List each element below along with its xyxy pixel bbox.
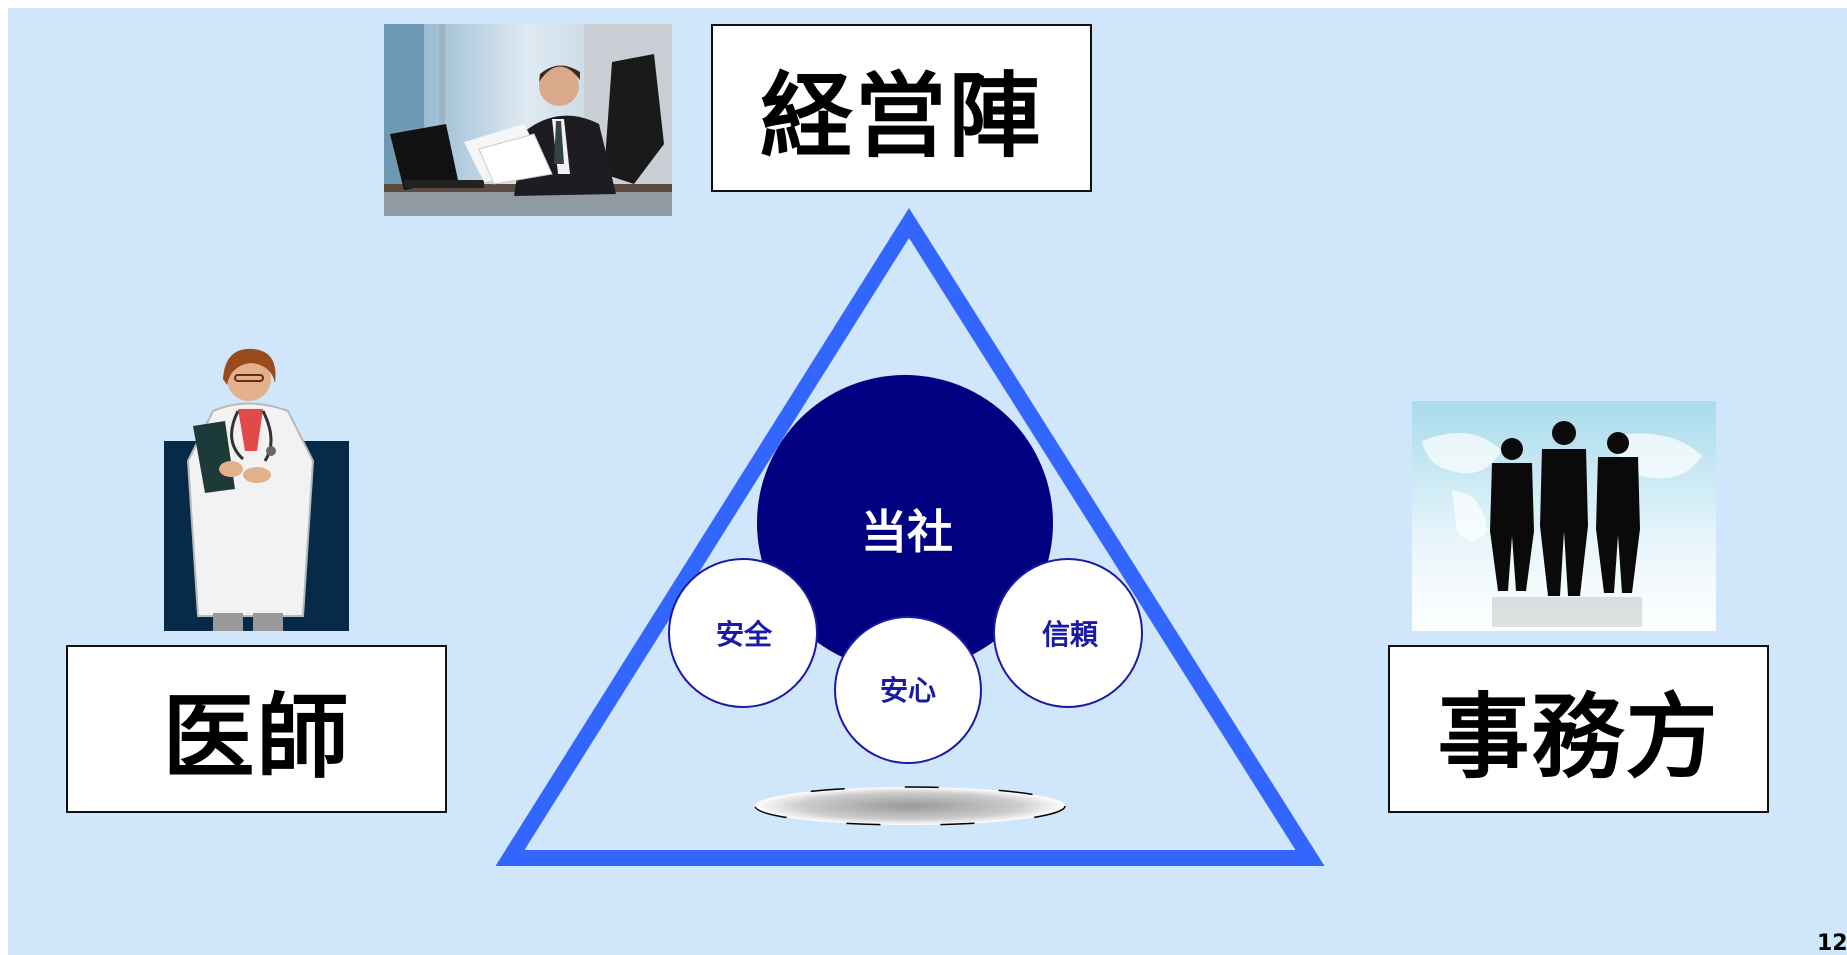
- management-label: 経営陣: [760, 62, 1043, 170]
- value-circle-trust: [993, 558, 1143, 708]
- doctor-label: 医師: [162, 683, 351, 791]
- value-circle-relief: [834, 616, 982, 764]
- central-diagram: 当社 安全 信頼 安心: [495, 207, 1325, 866]
- center-title: 当社: [861, 505, 953, 559]
- doctor-label-box: 医師: [66, 645, 447, 813]
- value-safety: 安全: [716, 618, 773, 651]
- page-number: 12: [1817, 933, 1847, 955]
- value-circle-safety: [668, 558, 818, 708]
- slide: 経営陣 医師: [8, 8, 1847, 955]
- businessman-photo-icon: [384, 24, 672, 216]
- office-label: 事務方: [1437, 683, 1720, 791]
- silhouette-team-photo-icon: [1412, 401, 1716, 631]
- management-label-box: 経営陣: [711, 24, 1092, 192]
- center-circle: [757, 375, 1053, 671]
- pedestal-shadow: [754, 786, 1066, 826]
- triangle-outline: [495, 207, 1325, 866]
- doctor-illustration-icon: [153, 341, 353, 631]
- value-relief: 安心: [880, 674, 936, 707]
- value-trust: 信頼: [1042, 618, 1099, 651]
- office-label-box: 事務方: [1388, 645, 1769, 813]
